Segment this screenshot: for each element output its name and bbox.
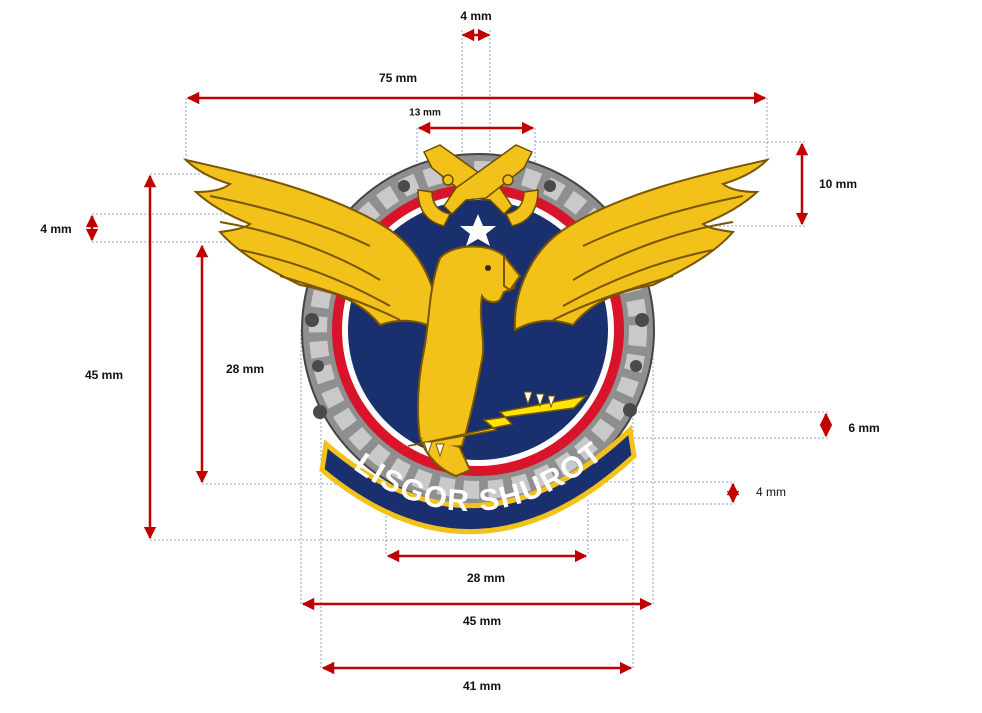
talons [423,391,556,458]
label-circle-width: 41 mm [462,679,502,693]
label-ribbon-offset: 6 mm [848,421,880,435]
label-pistols-width: 13 mm [409,107,441,119]
emblem: LISGOR SHUROT [182,144,771,535]
label-total-width: 75 mm [378,71,418,85]
right-wing [513,158,771,332]
label-total-height: 45 mm [84,368,124,382]
star-icon [460,214,496,246]
label-wing-band: 4 mm [40,222,72,236]
label-pistols-height: 10 mm [818,177,858,191]
lightning-bolt-icon [407,394,589,447]
label-ribbon-thickness: 4 mm [756,485,786,499]
label-ribbon-width: 28 mm [466,571,506,585]
label-chain-width: 45 mm [462,614,502,628]
label-circle-height: 28 mm [225,362,265,376]
label-pistol-gap: 4 mm [460,9,492,23]
guide-lines [92,30,828,668]
ribbon [319,424,637,535]
eagle-icon [416,245,522,478]
dimension-arrows [85,28,833,675]
left-wing [182,158,440,332]
crossed-pistols-icon [417,144,539,227]
chain-links [305,180,649,419]
